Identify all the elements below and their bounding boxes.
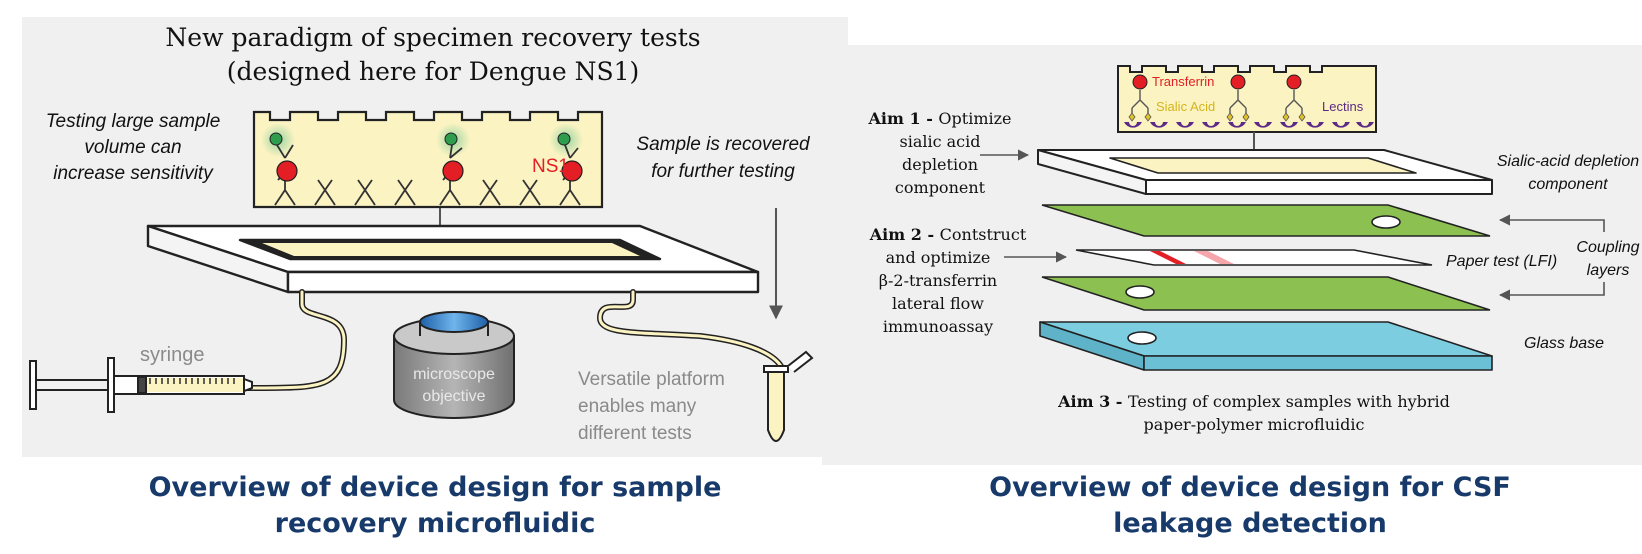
glass-base-layer (1039, 321, 1493, 371)
sialic-component-line1: Sialic-acid depletion (1497, 153, 1639, 170)
transferrin-molecule (1286, 74, 1302, 90)
microscope-label-line1: microscope (413, 366, 495, 383)
aim1-text: Aim 1 - Optimize sialic acid depletion c… (868, 109, 1012, 197)
sialylated-transferrin (1131, 90, 1303, 116)
caption-right-line2: leakage detection (1113, 508, 1387, 539)
note-right-line2: for further testing (651, 161, 795, 182)
caption-right-line1: Overview of device design for CSF (989, 472, 1511, 503)
ns1-antigen (442, 160, 464, 182)
aim3-line2: paper-polymer microfluidic (1144, 415, 1365, 434)
transferrin-molecule (1132, 74, 1148, 90)
microfluidic-chip (146, 224, 760, 294)
left-title: New paradigm of specimen recovery tests … (165, 23, 700, 86)
microscope-objective-icon (393, 311, 515, 419)
detection-complexes (261, 123, 583, 182)
aim1-bold: Aim 1 - (868, 109, 939, 128)
versatile-line1: Versatile platform (578, 369, 725, 390)
sialic-depletion-layer (1037, 149, 1493, 195)
magnified-channel: NS1 (252, 110, 604, 209)
aim1-line4: component (895, 178, 986, 197)
svg-text:Aim 3 - Testing of complex sam: Aim 3 - Testing of complex samples with … (1057, 392, 1450, 411)
versatile-line3: different tests (578, 423, 692, 444)
aim3-text: Aim 3 - Testing of complex samples with … (1057, 392, 1450, 434)
versatile-platform-note: Versatile platform enables many differen… (578, 369, 725, 444)
aim2-line4: lateral flow (892, 294, 984, 313)
transferrin-molecule (1230, 74, 1246, 90)
note-large-volume: Testing large sample volume can increase… (46, 111, 221, 184)
aim2-line5: immunoassay (883, 317, 993, 336)
note-right-line1: Sample is recovered (636, 134, 811, 155)
note-left-line1: Testing large sample (46, 111, 221, 132)
tubing (243, 289, 786, 392)
versatile-line2: enables many (578, 396, 697, 417)
caption-left-line1: Overview of device design for sample (148, 472, 722, 503)
caption-sample-recovery: Overview of device design for sample rec… (90, 470, 780, 542)
aim2-line2: and optimize (886, 248, 991, 267)
aim1-line3: depletion (902, 155, 978, 174)
microscope-label-line2: objective (422, 388, 485, 405)
syringe-icon (29, 357, 253, 413)
ns1-label: NS1 (532, 156, 569, 177)
aim2-line3: β-2-transferrin (879, 271, 997, 290)
lectins-label: Lectins (1322, 99, 1364, 114)
coupling-layer-top (1041, 204, 1491, 237)
paper-test-label: Paper test (LFI) (1446, 253, 1557, 270)
lectin-channel: Transferrin Sialic Acid Lectins (1117, 65, 1377, 133)
note-sample-recovered: Sample is recovered for further testing (636, 134, 811, 182)
collection-tube-icon (763, 350, 814, 442)
svg-text:Aim 1 - Optimize: Aim 1 - Optimize (868, 109, 1012, 128)
aim3-bold: Aim 3 - (1057, 392, 1128, 411)
ns1-antigen (276, 160, 298, 182)
lectins (1124, 122, 1374, 128)
ns1-antigen (561, 160, 583, 182)
syringe-label: syringe (140, 344, 204, 366)
transferrin-label: Transferrin (1152, 74, 1214, 89)
left-title-line1: New paradigm of specimen recovery tests (165, 23, 700, 52)
coupling-layer-bottom (1041, 276, 1491, 311)
coupling-bracket (1498, 214, 1605, 301)
aim1-line2: sialic acid (899, 132, 980, 151)
caption-csf-leakage: Overview of device design for CSF leakag… (900, 470, 1600, 542)
caption-left-line2: recovery microfluidic (274, 508, 596, 539)
sialic-acid-label: Sialic Acid (1156, 99, 1215, 114)
coupling-label-line1: Coupling (1576, 239, 1639, 256)
note-left-line3: increase sensitivity (53, 163, 214, 184)
aim2-line1: Contstruct (940, 225, 1027, 244)
note-left-line2: volume can (84, 137, 181, 158)
aim2-text: Aim 2 - Contstruct and optimize β-2-tran… (869, 225, 1027, 336)
paper-test-strip (1075, 249, 1433, 266)
aim1-line1: Optimize (938, 109, 1011, 128)
glass-base-label: Glass base (1524, 335, 1604, 352)
aim3-line1: Testing of complex samples with hybrid (1128, 392, 1450, 411)
aim2-bold: Aim 2 - (869, 225, 940, 244)
coupling-label-line2: layers (1587, 262, 1630, 279)
sialic-component-line2: component (1528, 176, 1608, 193)
left-title-line2: (designed here for Dengue NS1) (227, 57, 639, 86)
svg-text:Aim 2 - Contstruct: Aim 2 - Contstruct (869, 225, 1027, 244)
